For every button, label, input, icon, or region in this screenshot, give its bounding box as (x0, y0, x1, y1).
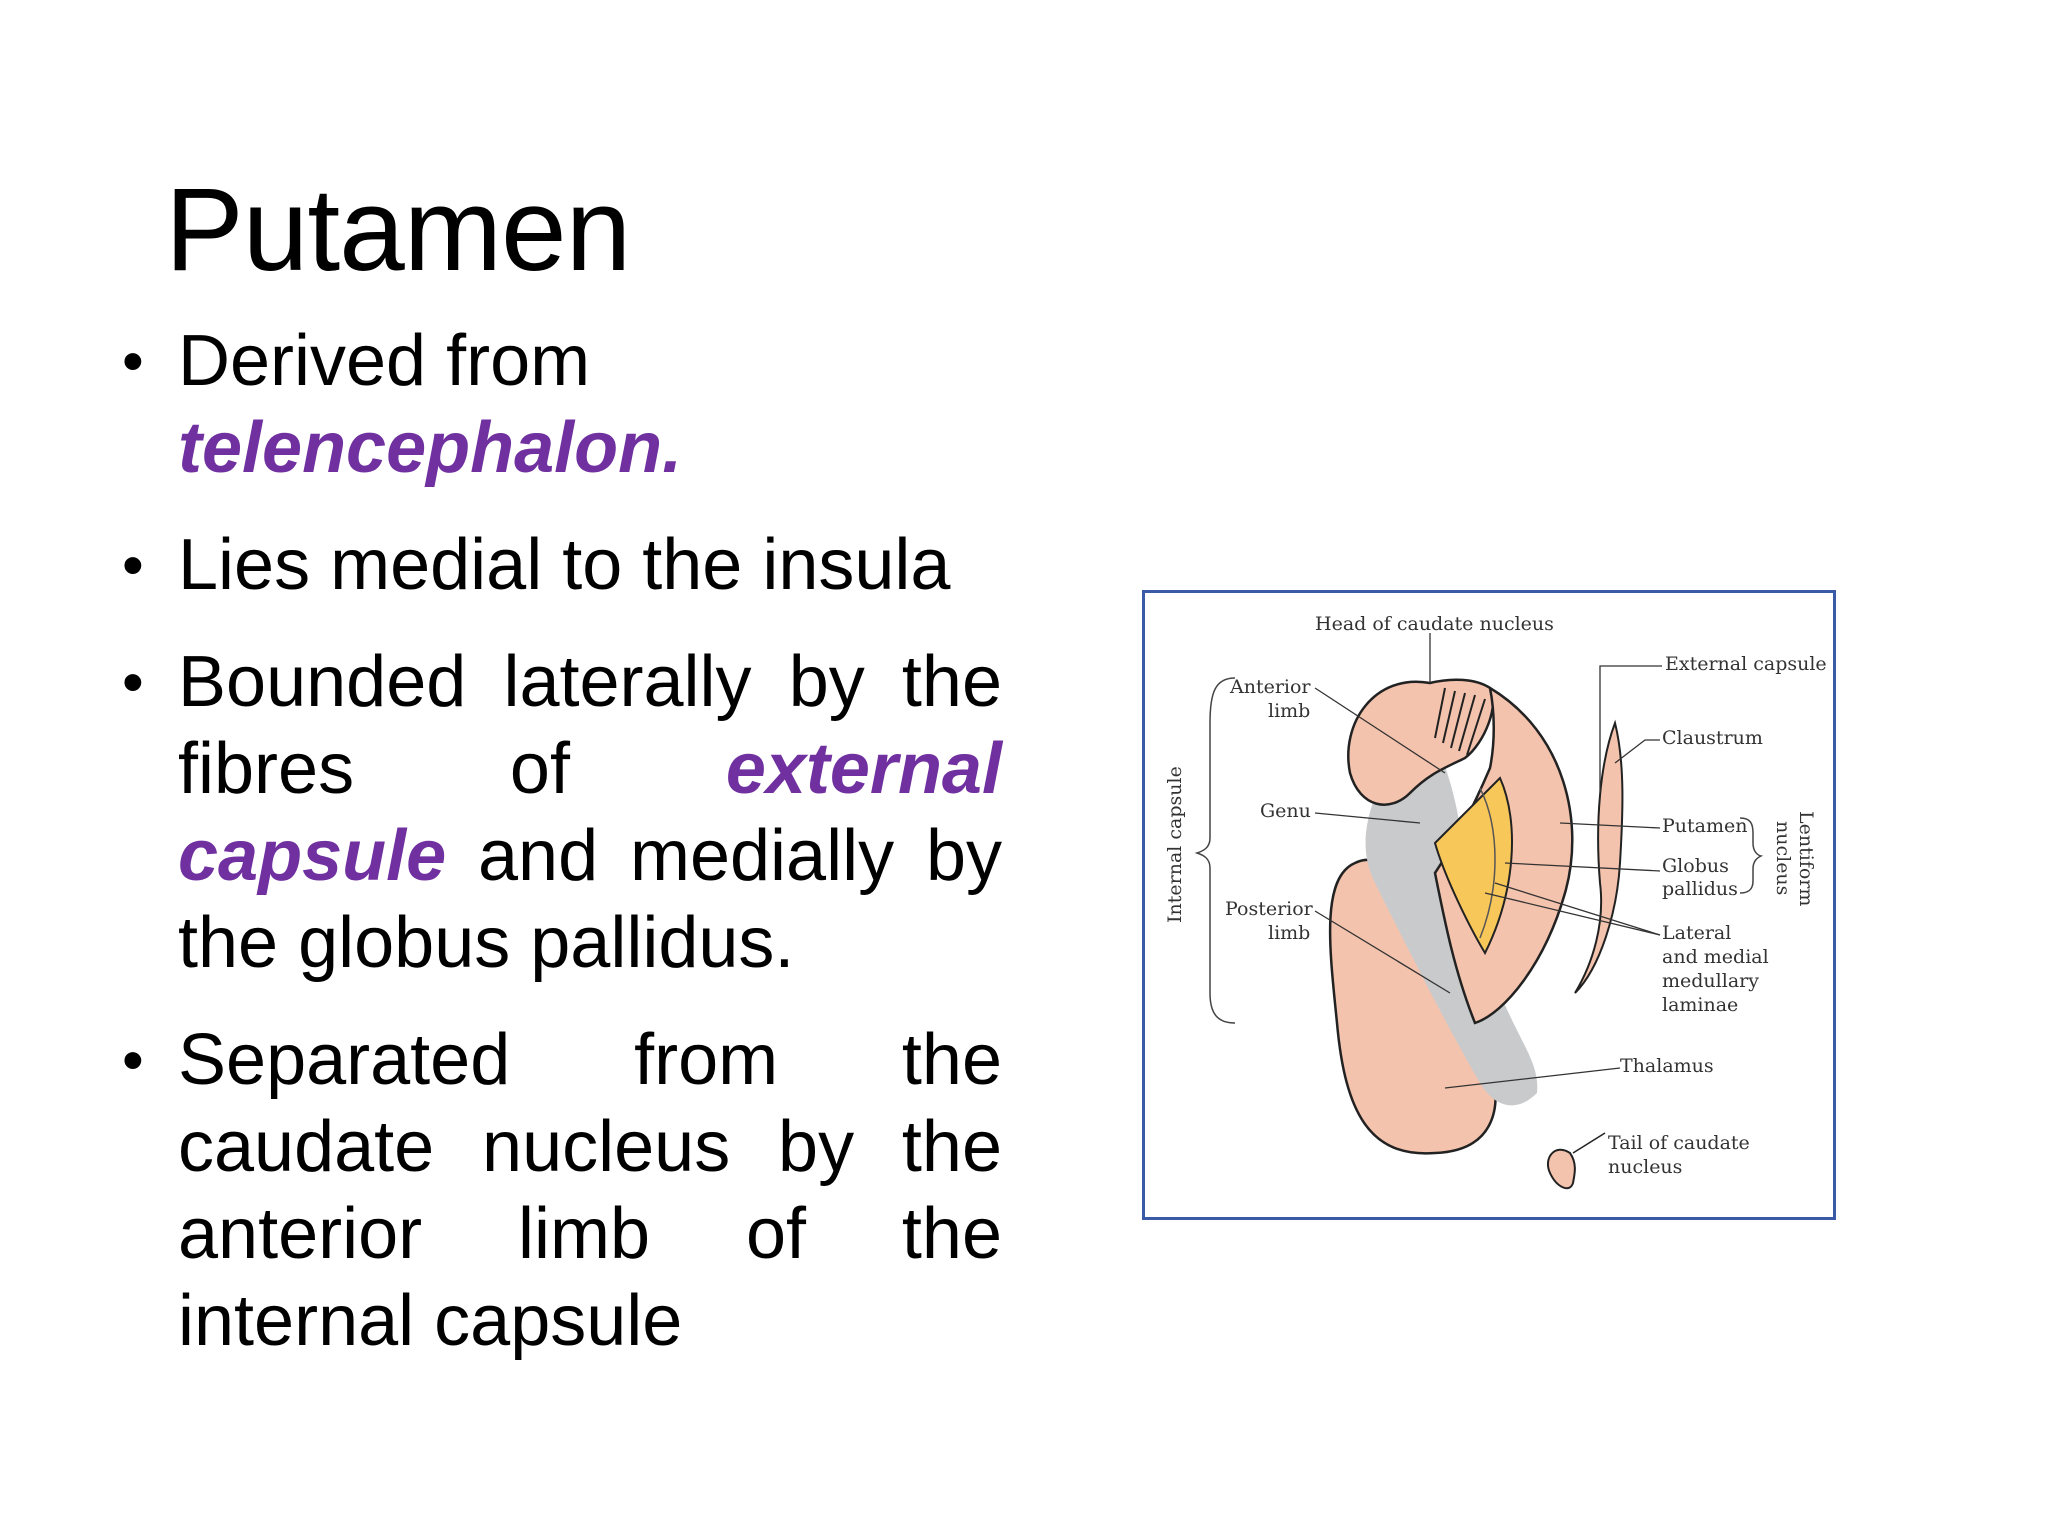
bullet-derived-from: • Derived from telencephalon. (122, 318, 1002, 492)
bullet-text: Derived from (178, 321, 591, 401)
bullet-text: Separated from the caudate nucleus by th… (178, 1020, 1002, 1361)
bullet-marker: • (122, 1026, 144, 1095)
label-internal-capsule: Internal capsule (1164, 766, 1186, 923)
bullet-bounded: • Bounded laterally by the fibres of ext… (122, 639, 1002, 987)
label-laminae-line1: Lateral (1662, 922, 1731, 944)
lentiform-brace (1739, 817, 1764, 894)
globus-pallidus-shape (1433, 776, 1513, 956)
highlight-external-capsule: external capsule (178, 729, 1002, 896)
bullet-text: and medially by the globus pallidus. (178, 816, 1002, 983)
caudate-tail-shape (1547, 1148, 1576, 1190)
label-genu: Genu (1260, 800, 1311, 822)
claustrum-shape (1574, 719, 1624, 994)
label-anterior-limb-line2: limb (1268, 700, 1310, 722)
label-posterior-limb-line2: limb (1268, 922, 1310, 944)
label-posterior-limb-line1: Posterior (1225, 898, 1314, 920)
basal-ganglia-diagram: Head of caudate nucleus External capsule… (1164, 613, 1827, 1190)
slide-title: Putamen (165, 164, 631, 296)
label-laminae-line4: laminae (1662, 994, 1738, 1016)
caudate-tail-line (1572, 1132, 1606, 1154)
bullet-marker: • (122, 531, 144, 600)
label-tail-line2: nucleus (1608, 1156, 1682, 1178)
label-globus-line2: pallidus (1662, 878, 1738, 900)
label-globus-line1: Globus (1662, 855, 1729, 877)
bullet-text: Bounded laterally by the fibres of (178, 642, 1002, 809)
label-anterior-limb-line1: Anterior (1229, 676, 1311, 698)
bullet-lies-medial: • Lies medial to the insula (122, 522, 1002, 609)
internal-capsule-brace (1194, 677, 1236, 1024)
basal-ganglia-figure: Head of caudate nucleus External capsule… (1142, 590, 1836, 1220)
bullet-list: • Derived from telencephalon. • Lies med… (122, 318, 1002, 1395)
label-thalamus: Thalamus (1620, 1055, 1714, 1077)
label-external-capsule: External capsule (1665, 653, 1827, 675)
leader-lines (1314, 633, 1662, 1089)
label-putamen: Putamen (1662, 815, 1747, 837)
bullet-separated: • Separated from the caudate nucleus by … (122, 1017, 1002, 1365)
label-lentiform-line1: Lentiform (1795, 811, 1817, 906)
highlight-telencephalon: telencephalon. (178, 408, 683, 488)
medullary-lamina-line (1479, 787, 1496, 939)
label-tail-line1: Tail of caudate (1608, 1132, 1750, 1154)
bullet-marker: • (122, 648, 144, 717)
label-head-of-caudate: Head of caudate nucleus (1315, 613, 1554, 635)
bullet-text: Lies medial to the insula (178, 525, 951, 605)
label-claustrum: Claustrum (1662, 727, 1763, 749)
label-lentiform-line2: nucleus (1772, 821, 1794, 895)
caudolenticular-bridges (1434, 687, 1486, 756)
label-laminae-line3: medullary (1662, 970, 1759, 992)
label-laminae-line2: and medial (1662, 946, 1769, 968)
bullet-marker: • (122, 327, 144, 396)
